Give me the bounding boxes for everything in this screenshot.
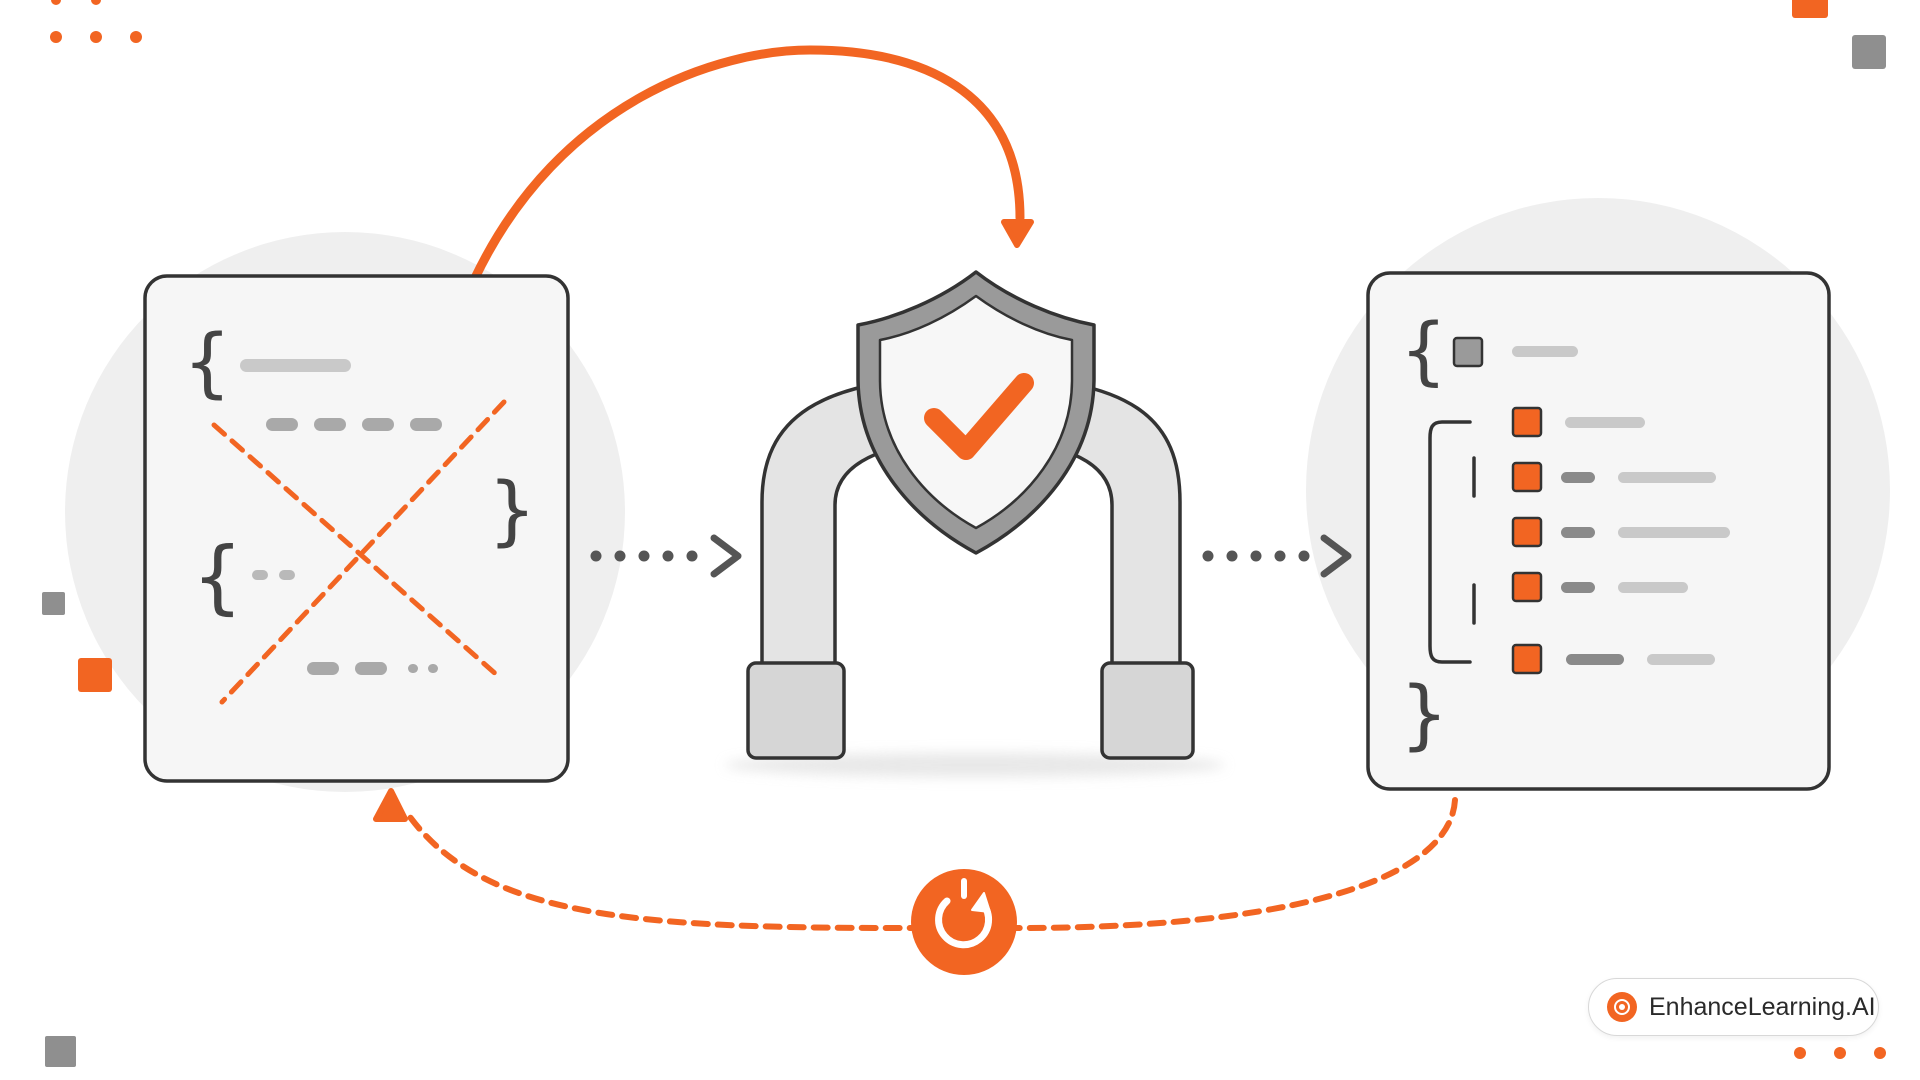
list-item bbox=[1511, 461, 1716, 493]
braces-icon: { bbox=[183, 317, 231, 406]
gateway-base-left bbox=[746, 661, 846, 760]
dotted-arrow-icon bbox=[1202, 534, 1352, 578]
decor-top-left-dots bbox=[50, 0, 142, 43]
broken-code-panel: { } { bbox=[143, 274, 570, 783]
list-item bbox=[1511, 643, 1715, 675]
close-brace-icon: } bbox=[488, 465, 536, 554]
dotted-arrow-icon bbox=[590, 534, 742, 578]
decor-square-gray-top-right bbox=[1852, 35, 1886, 69]
gateway-base-right bbox=[1100, 661, 1195, 760]
dashed-loop-arrow-icon bbox=[373, 788, 1458, 931]
list-item bbox=[1511, 516, 1730, 548]
braces-icon: { bbox=[1400, 308, 1447, 394]
target-icon bbox=[1607, 992, 1637, 1022]
shield-check-icon bbox=[856, 270, 1096, 555]
dashed-code-line bbox=[266, 418, 442, 431]
decor-bottom-right-dots bbox=[1794, 1047, 1886, 1059]
open-brace-icon: { bbox=[192, 530, 243, 623]
decor-square-gray-left bbox=[42, 592, 65, 615]
header-checkbox bbox=[1452, 336, 1484, 368]
decor-square-orange-top-right bbox=[1792, 0, 1828, 18]
list-item bbox=[1511, 571, 1688, 603]
bottom-code-line bbox=[307, 662, 438, 675]
short-code-line bbox=[252, 570, 295, 580]
curved-arrow-icon bbox=[470, 45, 1034, 283]
cross-icon bbox=[211, 399, 507, 705]
structured-code-panel: { } bbox=[1366, 271, 1831, 791]
tree-bracket bbox=[1428, 420, 1472, 664]
validation-gateway bbox=[725, 270, 1225, 777]
decor-square-gray-bottom-left bbox=[45, 1036, 76, 1067]
brand-name: EnhanceLearning.AI bbox=[1649, 992, 1876, 1021]
brand-badge[interactable]: EnhanceLearning.AI bbox=[1588, 978, 1879, 1036]
decor-square-orange-left bbox=[78, 658, 112, 692]
refresh-icon bbox=[911, 869, 1017, 975]
close-brace-icon: } bbox=[1400, 669, 1448, 758]
list-item bbox=[1511, 406, 1645, 438]
